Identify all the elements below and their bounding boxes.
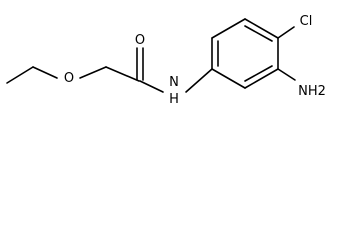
amino-group-label: NH2 (298, 84, 326, 99)
bond-ch2-carbonyl (105, 66, 140, 82)
ether-oxygen-label: O (64, 71, 74, 86)
bond-methyl-methylene (6, 66, 34, 84)
amide-hydrogen-label: H (169, 92, 179, 107)
ring-bond-2 (211, 18, 246, 39)
bond-ring-chlorine (277, 26, 295, 39)
carbonyl-oxygen-label: O (135, 33, 145, 48)
chemical-structure-drawing: O O N H Cl NH2 (6, 14, 326, 107)
ring-bond-3 (244, 18, 279, 39)
amide-nitrogen-label: N (169, 75, 179, 90)
bond-ether-oxygen-ch2 (79, 66, 107, 79)
bond-methylene-ether-oxygen (32, 66, 58, 79)
ring-bond-5 (244, 68, 279, 89)
ring-bond-3-inner (244, 25, 273, 42)
ring-bond-5-inner (244, 65, 273, 82)
bond-nitrogen-ring (185, 68, 213, 93)
chlorine-label: Cl (300, 14, 313, 29)
bond-carbonyl-nitrogen (139, 80, 164, 93)
bond-ring-amino (277, 68, 296, 81)
ring-bond-6 (211, 68, 246, 89)
